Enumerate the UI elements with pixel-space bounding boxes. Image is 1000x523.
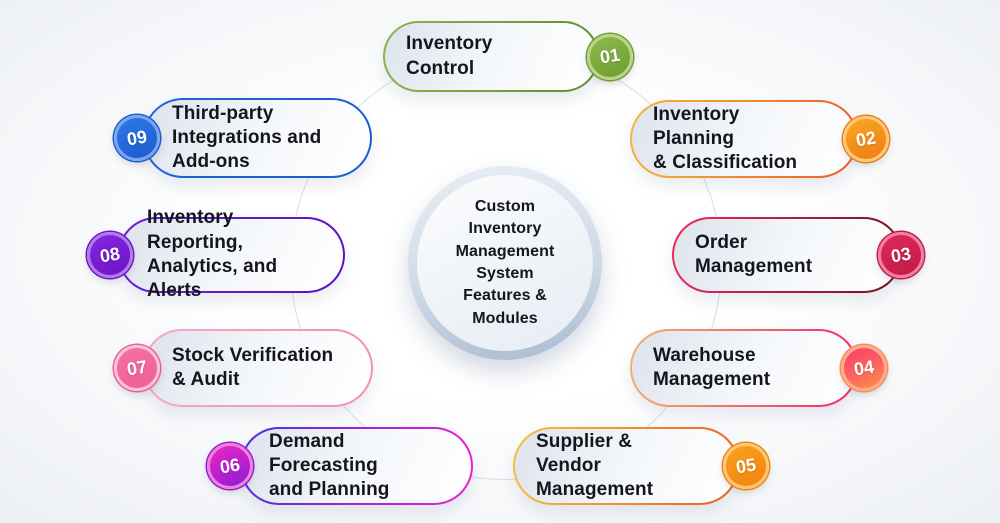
number-badge: 09	[114, 115, 160, 161]
module-08-inventory-reporting-analytics-alerts: 08 Inventory Reporting, Analytics, and A…	[87, 207, 345, 301]
number-badge: 07	[114, 345, 160, 391]
number-badge: 08	[87, 232, 133, 278]
module-label: Warehouse Management	[653, 344, 771, 390]
module-04-warehouse-management: Warehouse Management 04	[630, 329, 887, 407]
module-label: Supplier & Vendor Management	[536, 430, 654, 501]
number-badge: 01	[587, 33, 633, 80]
module-label: Inventory Planning & Classification	[653, 103, 798, 174]
center-hub-circle: Custom Inventory Management System Featu…	[408, 166, 602, 360]
center-hub-inner: Custom Inventory Management System Featu…	[417, 175, 593, 351]
number-badge: 06	[207, 443, 253, 489]
number-badge: 02	[843, 116, 889, 162]
module-06-demand-forecasting-planning: 06 Demand Forecasting and Planning	[207, 427, 473, 505]
module-label: Inventory Control	[406, 33, 493, 79]
module-label: Demand Forecasting and Planning	[269, 430, 390, 501]
number-badge: 04	[841, 345, 887, 391]
module-label: Order Management	[695, 231, 813, 277]
module-09-third-party-integrations-addons: 09 Third-party Integrations and Add-ons	[114, 98, 372, 178]
diagram-title: Custom Inventory Management System Featu…	[455, 197, 555, 327]
module-03-order-management: Order Management 03	[672, 217, 924, 293]
module-07-stock-verification-audit: 07 Stock Verification & Audit	[114, 329, 373, 407]
module-02-inventory-planning-classification: Inventory Planning & Classification 02	[630, 100, 889, 178]
module-05-supplier-vendor-management: Supplier & Vendor Management 05	[513, 427, 769, 505]
module-label: Stock Verification & Audit	[172, 344, 334, 390]
module-label: Inventory Reporting, Analytics, and Aler…	[147, 207, 278, 302]
number-badge: 03	[878, 232, 924, 278]
number-badge: 05	[723, 443, 769, 489]
module-label: Third-party Integrations and Add-ons	[172, 102, 322, 173]
module-01-inventory-control: Inventory Control 01	[383, 21, 633, 92]
